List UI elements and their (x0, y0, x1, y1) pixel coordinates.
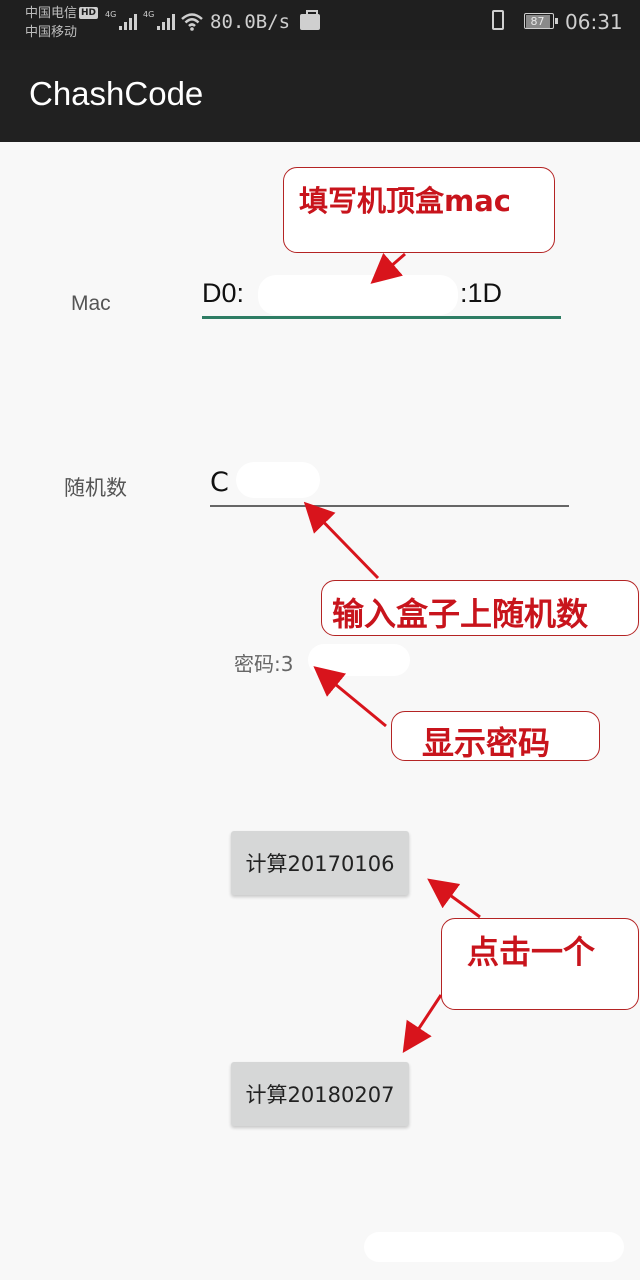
random-annotation: 输入盒子上随机数 (321, 580, 639, 636)
password-label: 密码: (234, 652, 281, 676)
random-label: 随机数 (64, 476, 127, 500)
signal-icon-sim2: 4G (143, 10, 176, 30)
battery-icon: 87 (524, 13, 558, 29)
network-speed: 80.0B/s (210, 11, 291, 33)
password-display: 密码:3 (234, 648, 293, 677)
click-annotation: 点击一个 (441, 918, 639, 1010)
briefcase-icon (300, 10, 320, 30)
calc-20170106-button[interactable]: 计算20170106 (231, 831, 409, 895)
password-redaction (308, 644, 410, 676)
calc-20180207-button[interactable]: 计算20180207 (231, 1062, 409, 1126)
password-value: 3 (280, 652, 294, 676)
app-bar: ChashCode (0, 50, 640, 142)
mac-input-underline (202, 316, 561, 319)
hd-badge: HD (79, 7, 99, 19)
password-annotation: 显示密码 (391, 711, 600, 762)
random-input-underline (210, 505, 569, 507)
wifi-icon (181, 13, 203, 31)
battery-level: 87 (525, 14, 550, 28)
random-value: C (210, 467, 229, 498)
mac-label: Mac (71, 292, 111, 315)
signal-icon-sim1: 4G (105, 10, 138, 30)
mac-value-end: :1D (460, 278, 503, 308)
mac-redaction (258, 275, 458, 315)
bottom-redaction (364, 1232, 624, 1262)
random-redaction (236, 462, 320, 498)
mac-annotation: 填写机顶盒mac (283, 167, 555, 253)
app-title: ChashCode (29, 75, 204, 112)
clock: 06:31 (565, 10, 623, 34)
vibrate-icon (492, 10, 504, 30)
carrier-2: 中国移动 (25, 25, 78, 40)
carrier-1: 中国电信 (25, 6, 78, 21)
mac-value-start: D0: (202, 278, 245, 308)
